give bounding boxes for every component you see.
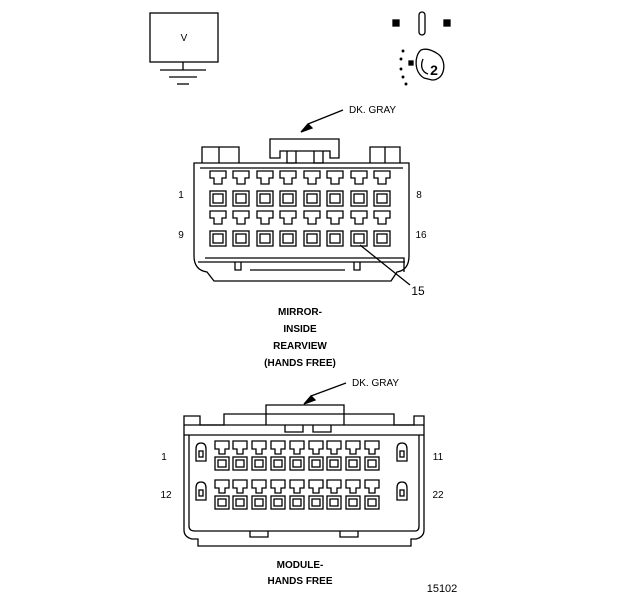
pin-cavity (251, 479, 267, 510)
terminal-probe-icon (392, 11, 451, 86)
pin-cavity (350, 170, 368, 207)
pin-cavity (256, 210, 274, 247)
pin-cavity (289, 440, 305, 471)
voltmeter-icon (149, 12, 219, 85)
pin-15-leader (359, 244, 411, 286)
probe-number: 2 (430, 62, 438, 78)
module-pin-11: 11 (433, 452, 444, 463)
mirror-pin-15-callout: 15 (411, 284, 425, 298)
pin-cavity (289, 479, 305, 510)
mirror-pin-16: 16 (415, 230, 427, 241)
mirror-name-line-1: MIRROR- (278, 307, 322, 318)
pin-cavity (345, 440, 361, 471)
module-color-label: DK. GRAY (352, 378, 399, 389)
pin-cavity (364, 479, 380, 510)
pin-cavity (326, 170, 344, 207)
pin-cavity (209, 170, 227, 207)
pin-cavity (232, 210, 250, 247)
module-pin-12: 12 (160, 490, 172, 501)
mirror-pin-9: 9 (178, 230, 184, 241)
color-arrow-2 (303, 395, 317, 405)
mirror-pin-8: 8 (416, 190, 422, 201)
pin-cavity (326, 210, 344, 247)
pin-cavity (326, 440, 342, 471)
pin-cavity (209, 210, 227, 247)
module-connector (183, 404, 425, 547)
pin-cavity (326, 479, 342, 510)
mirror-name-line-3: REARVIEW (273, 341, 327, 352)
pin-cavity (232, 479, 248, 510)
voltmeter-label: V (181, 33, 188, 44)
pin-cavity (251, 440, 267, 471)
color-arrow-1 (300, 123, 314, 133)
pin-cavity (396, 442, 408, 462)
pin-cavity (232, 440, 248, 471)
mirror-pin-1: 1 (178, 190, 184, 201)
figure-number: 15102 (427, 583, 458, 595)
pin-cavity (279, 210, 297, 247)
pin-cavity (214, 479, 230, 510)
pin-cavity (373, 210, 391, 247)
mirror-color-label: DK. GRAY (349, 105, 396, 116)
pin-cavity (308, 440, 324, 471)
mirror-name-line-2: INSIDE (283, 324, 317, 335)
mirror-name-line-4: (HANDS FREE) (264, 358, 336, 369)
module-pin-22: 22 (432, 490, 444, 501)
pin-cavity (270, 440, 286, 471)
mirror-connector (193, 138, 410, 282)
pin-cavity (256, 170, 274, 207)
module-name-line-1: MODULE- (277, 560, 324, 571)
pin-cavity (270, 479, 286, 510)
module-name-line-2: HANDS FREE (267, 576, 332, 587)
pin-cavity (214, 440, 230, 471)
pin-cavity (364, 440, 380, 471)
module-pin-1: 1 (161, 452, 167, 463)
pin-cavity (303, 170, 321, 207)
pin-cavity (350, 210, 368, 247)
pin-cavity (195, 442, 207, 462)
pin-cavity (373, 170, 391, 207)
pin-cavity (308, 479, 324, 510)
pin-cavity (195, 481, 207, 501)
pin-cavity (279, 170, 297, 207)
pin-cavity (303, 210, 321, 247)
pin-cavity (396, 481, 408, 501)
pin-cavity (345, 479, 361, 510)
pin-cavity (232, 170, 250, 207)
